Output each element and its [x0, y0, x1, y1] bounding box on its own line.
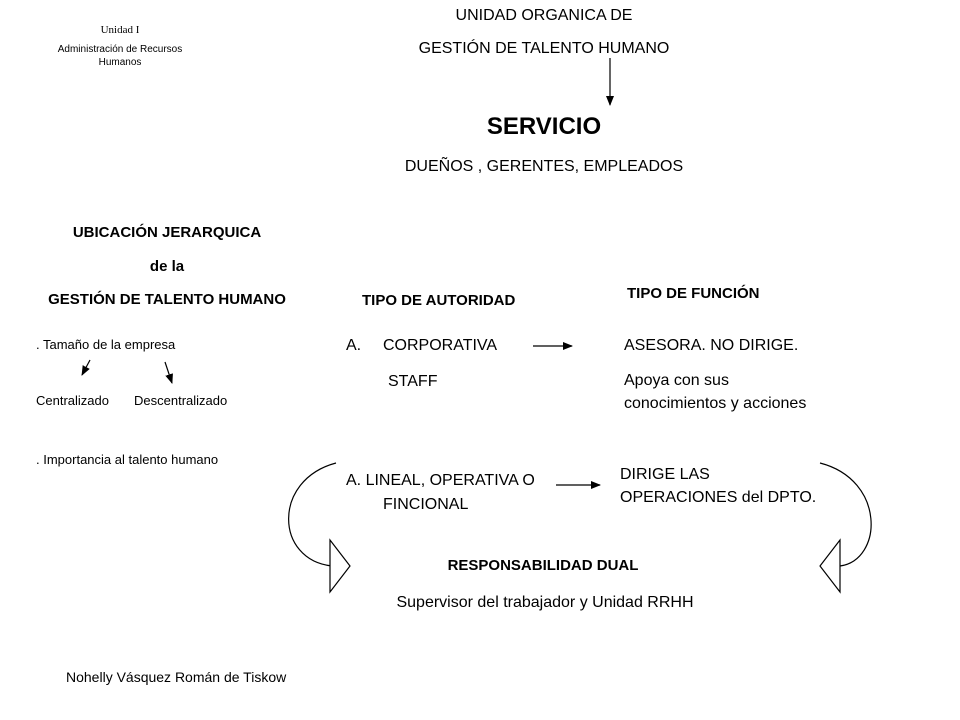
author: Nohelly Vásquez Román de Tiskow — [66, 669, 287, 685]
unit-label: Unidad I — [100, 24, 140, 36]
ubicacion-title-line1: UBICACIÓN JERARQUICA — [72, 224, 262, 241]
funcion-dirige-line2: OPERACIONES del DPTO. — [620, 489, 817, 506]
curved-arrow-right — [819, 462, 872, 567]
dual-subtitle: Supervisor del trabajador y Unidad RRHH — [396, 594, 694, 611]
funcion-dirige-line1: DIRIGE LAS — [620, 466, 710, 483]
curved-arrow-right-head — [819, 538, 841, 594]
autoridad-corporativa: CORPORATIVA — [383, 337, 498, 354]
curved-arrow-left — [288, 462, 337, 567]
autoridad-lineal: A. LINEAL, OPERATIVA O — [346, 472, 535, 489]
autoridad-title: TIPO DE AUTORIDAD — [362, 292, 516, 309]
autoridad-a-marker: A. — [346, 337, 362, 354]
ubicacion-title-line2: de la — [149, 258, 185, 275]
subject-label-line1: Administración de Recursos — [57, 44, 183, 55]
funcion-apoya-line2: conocimientos y acciones — [624, 395, 807, 412]
autoridad-fincional: FINCIONAL — [383, 496, 469, 513]
ubicacion-title-line3: GESTIÓN DE TALENTO HUMANO — [48, 291, 286, 308]
label-descentralizado: Descentralizado — [134, 393, 228, 408]
funcion-title: TIPO DE FUNCIÓN — [627, 285, 760, 302]
top-title-line2: GESTIÓN DE TALENTO HUMANO — [418, 40, 670, 57]
servicio-title: SERVICIO — [486, 113, 602, 140]
top-title-line1: UNIDAD ORGANICA DE — [455, 7, 633, 24]
arrow-to-centralizado — [81, 359, 91, 376]
subject-label-line2: Humanos — [98, 57, 142, 68]
curved-arrow-left-head — [329, 538, 351, 594]
servicio-subtitle: DUEÑOS , GERENTES, EMPLEADOS — [404, 158, 684, 175]
arrow-to-descentralizado — [164, 361, 173, 384]
item-tamano: . Tamaño de la empresa — [36, 337, 176, 352]
funcion-asesora: ASESORA. NO DIRIGE. — [624, 337, 799, 354]
funcion-apoya-line1: Apoya con sus — [624, 372, 729, 389]
item-importancia: . Importancia al talento humano — [36, 452, 219, 467]
autoridad-staff: STAFF — [388, 373, 438, 390]
dual-title: RESPONSABILIDAD DUAL — [447, 557, 639, 574]
label-centralizado: Centralizado — [36, 393, 109, 408]
